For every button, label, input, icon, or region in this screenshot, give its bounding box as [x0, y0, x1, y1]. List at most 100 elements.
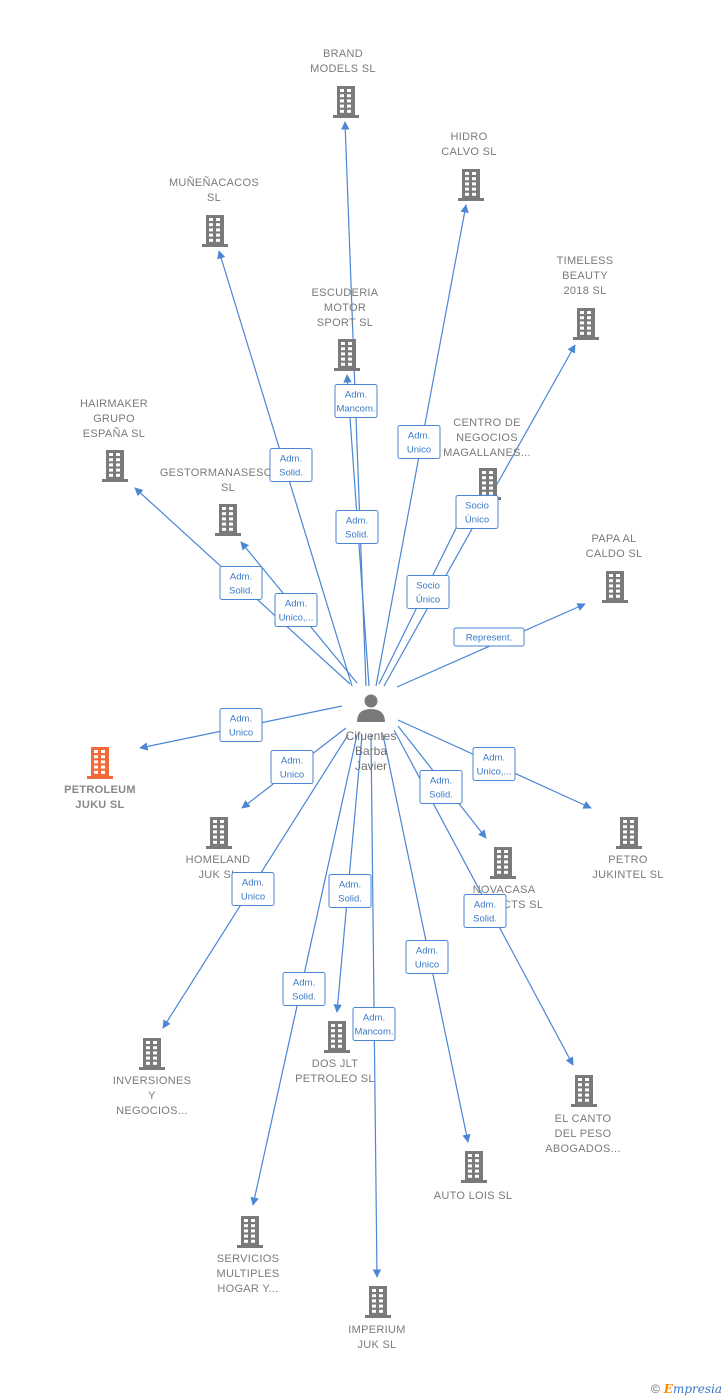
edge-label-inversiones[interactable]: Adm. Unico [231, 872, 275, 906]
edge-label-text: Unico,... [477, 767, 512, 778]
node-label: SL [221, 482, 235, 494]
edge-label-novacasa[interactable]: Adm.Solid. [419, 770, 463, 804]
center-name: Barba [355, 744, 387, 758]
edge-label-box [397, 425, 441, 459]
edge-label-box [335, 510, 379, 544]
edge-label-box [463, 894, 507, 928]
edge-label-text: Adm. [293, 978, 315, 989]
building-icon [139, 1038, 165, 1070]
node-label: GRUPO [93, 413, 135, 425]
building-icon [571, 1075, 597, 1107]
node-label: INVERSIONES [113, 1075, 192, 1087]
node-label: CENTRO DE [453, 417, 520, 429]
edge-label-text: Unico [241, 892, 265, 903]
edge-label-text: Unico [415, 960, 439, 971]
building-icon [616, 817, 642, 849]
edge-label-box [472, 747, 516, 781]
edge-label-homeland[interactable]: Adm.Unico [270, 750, 314, 784]
edge-label-text: Unico,... [279, 613, 314, 624]
edge-label-imperium[interactable]: Adm.Mancom. [352, 1007, 396, 1041]
edge-label-servicios[interactable]: Adm.Solid. [282, 972, 326, 1006]
edge-label-brand-models[interactable]: Adm.Mancom. [334, 384, 378, 418]
edge-label-hidro-calvo[interactable]: Adm.Unico [397, 425, 441, 459]
building-icon [215, 504, 241, 536]
edge-label-text: Adm. [285, 599, 307, 610]
node-centro[interactable]: CENTRO DENEGOCIOSMAGALLANES... [443, 417, 531, 500]
edge-label-escuderia[interactable]: Adm. Solid. [335, 510, 379, 544]
node-label: MOTOR [324, 302, 366, 314]
edge-label-text: Represent. [466, 633, 512, 644]
node-label: HAIRMAKER [80, 398, 148, 410]
node-label: 2018 SL [563, 285, 606, 297]
building-icon [334, 339, 360, 371]
edge-label-text: Unico [229, 728, 253, 739]
edge-label-text: Unico [280, 770, 304, 781]
edge-label-el-canto[interactable]: Adm.Solid. [463, 894, 507, 928]
edge-label-text: Único [465, 515, 489, 526]
person-icon [357, 694, 385, 722]
node-auto-lois[interactable]: AUTO LOIS SL [434, 1151, 513, 1202]
edge-label-petro-jukintel[interactable]: Adm.Unico,... [472, 747, 516, 781]
edge-label-text: Mancom. [336, 404, 375, 415]
edge-label-text: Adm. [346, 516, 368, 527]
edge-label-box [269, 448, 313, 482]
edge-label-box [328, 874, 372, 908]
edge-label-text: Mancom. [354, 1027, 393, 1038]
building-icon [202, 215, 228, 247]
node-brand-models[interactable]: BRAND MODELS SL [310, 48, 376, 118]
node-label: NOVACASA [473, 884, 536, 896]
edge-label-box [352, 1007, 396, 1041]
node-label: PETRO [608, 854, 648, 866]
edge-label-papa[interactable]: Represent. [453, 627, 525, 647]
node-label: NEGOCIOS... [116, 1105, 188, 1117]
node-label: MULTIPLES [216, 1268, 279, 1280]
edge-label-dos-jlt[interactable]: Adm.Solid. [328, 874, 372, 908]
node-label: ESCUDERIA [312, 287, 379, 299]
edge-label-text: Unico [407, 445, 431, 456]
node-label: JUK SL [198, 869, 237, 881]
node-petroleum[interactable]: PETROLEUM JUKU SL [64, 747, 136, 811]
node-label: BRAND [323, 48, 363, 60]
edge-label-auto-lois[interactable]: Adm. Unico [405, 940, 449, 974]
node-inversiones[interactable]: INVERSIONESYNEGOCIOS... [113, 1038, 192, 1117]
node-label: MODELS SL [310, 63, 376, 75]
edge-label-text: Solid. [345, 530, 369, 541]
edge-label-text: Adm. [416, 946, 438, 957]
node-label: PETROLEUM [64, 784, 136, 796]
building-icon [365, 1286, 391, 1318]
brand-footer[interactable]: ©Empresia [651, 1382, 722, 1396]
edge-label-text: Adm. [242, 878, 264, 889]
node-label: SL [207, 192, 221, 204]
edge-label-box [270, 750, 314, 784]
edge-label-hairmaker[interactable]: Adm.Solid. [219, 566, 263, 600]
edge-label-box [455, 495, 499, 529]
edge-label-munecacos[interactable]: Adm.Solid. [269, 448, 313, 482]
node-label: IMPERIUM [348, 1324, 405, 1336]
node-label: JUKU SL [75, 799, 124, 811]
building-icon [206, 817, 232, 849]
node-escuderia[interactable]: ESCUDERIA MOTOR SPORT SL [312, 287, 379, 371]
node-label: SPORT SL [317, 317, 373, 329]
node-label: NEGOCIOS [456, 432, 518, 444]
edge-label-gestor[interactable]: Adm. Unico,... [274, 593, 318, 627]
building-icon [102, 450, 128, 482]
node-label: PAPA AL [591, 533, 636, 545]
edge-label-petroleum[interactable]: Adm.Unico [219, 708, 263, 742]
edge-label-text: Adm. [230, 572, 252, 583]
building-icon [602, 571, 628, 603]
